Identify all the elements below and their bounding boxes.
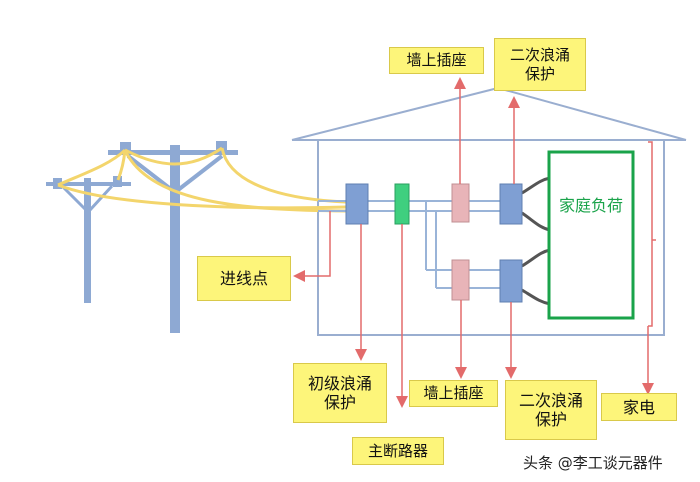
entry-point-label: 进线点	[197, 256, 291, 301]
house-body	[317, 139, 665, 336]
secondary-surge-bottom-line1: 二次浪涌	[518, 391, 583, 410]
house-roof	[291, 87, 687, 141]
primary-surge-protector	[345, 183, 369, 225]
appliances-label: 家电	[601, 393, 677, 421]
primary-surge-label: 初级浪涌 保护	[293, 363, 387, 423]
primary-surge-line2: 保护	[323, 393, 356, 412]
household-load-box	[547, 150, 635, 320]
overhead-wires	[57, 146, 347, 213]
utility-pole-large	[108, 141, 238, 333]
secondary-surge-top-device	[499, 183, 523, 225]
callout-arrows	[293, 77, 654, 408]
utility-pole-small	[46, 176, 131, 303]
secondary-surge-top-label: 二次浪涌 保护	[494, 38, 586, 91]
secondary-surge-bottom-label: 二次浪涌 保护	[505, 380, 597, 440]
wall-socket-top-label: 墙上插座	[389, 47, 484, 74]
main-breaker-label: 主断路器	[352, 437, 444, 465]
load-connectors	[521, 176, 551, 306]
secondary-surge-bottom-device	[499, 259, 523, 303]
primary-surge-line1: 初级浪涌	[307, 374, 372, 393]
wall-socket-bottom-device	[451, 259, 470, 301]
secondary-surge-bottom-line2: 保护	[534, 410, 567, 429]
secondary-surge-top-line2: 保护	[524, 64, 555, 83]
watermark: 头条 @李工谈元器件	[523, 454, 663, 472]
main-breaker-device	[394, 183, 410, 225]
appliances-bracket	[648, 141, 656, 327]
wall-socket-bottom-label: 墙上插座	[409, 380, 498, 407]
wall-socket-top-device	[451, 183, 470, 223]
secondary-surge-top-line1: 二次浪涌	[509, 45, 570, 64]
household-load-label: 家庭负荷	[558, 196, 623, 215]
